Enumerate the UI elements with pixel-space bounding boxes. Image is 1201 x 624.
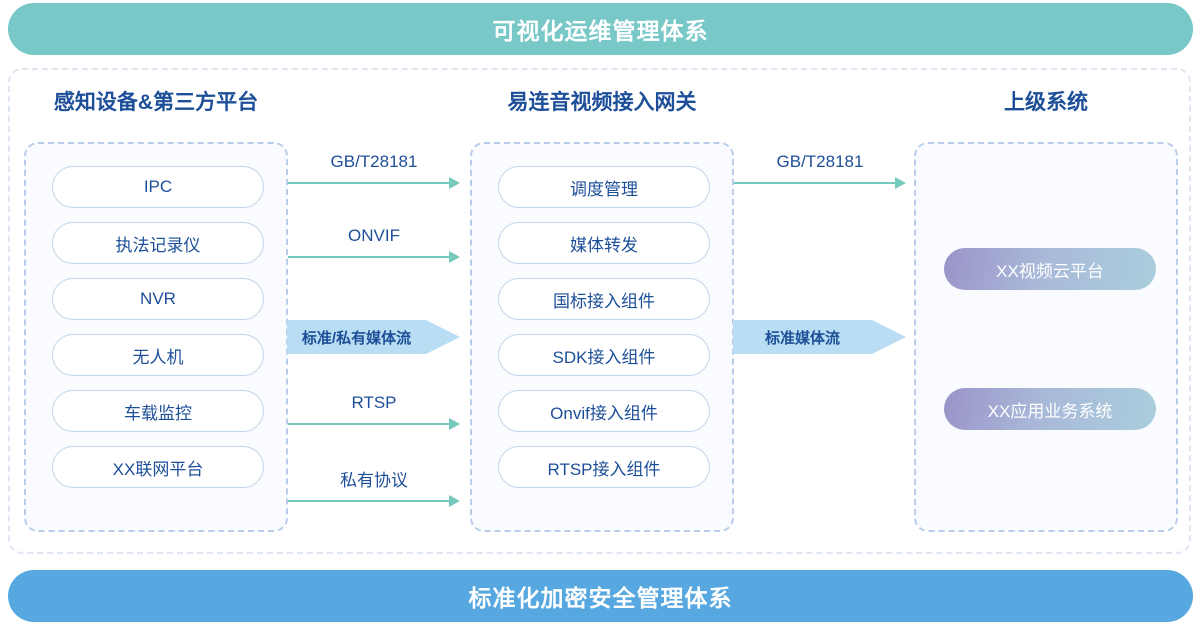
block-arrow-tip [872, 320, 906, 354]
connector-block-arrow-standard-media-stream: 标准媒体流 [733, 320, 906, 354]
connector-arrow-onvif [288, 250, 460, 264]
list-item[interactable]: 执法记录仪 [52, 222, 264, 264]
column-title-upper-system: 上级系统 [1004, 91, 1088, 114]
connector-label-standard-media-stream: 标准媒体流 [764, 329, 840, 347]
top-banner: 可视化运维管理体系 [8, 3, 1193, 55]
panel-upper-system: XX视频云平台 XX应用业务系统 [914, 142, 1178, 532]
list-item[interactable]: NVR [52, 278, 264, 320]
connector-arrow-private-protocol [288, 494, 460, 508]
gateway-component-list: 调度管理 媒体转发 国标接入组件 SDK接入组件 Onvif接入组件 RTSP接… [498, 166, 710, 488]
connector-label-mixed-media-stream: 标准/私有媒体流 [301, 329, 412, 347]
list-item[interactable]: 调度管理 [498, 166, 710, 208]
list-item[interactable]: 无人机 [52, 334, 264, 376]
list-item[interactable]: XX应用业务系统 [944, 388, 1156, 430]
connector-block-arrow-mixed-media-stream: 标准/私有媒体流 [287, 320, 460, 354]
list-item[interactable]: IPC [52, 166, 264, 208]
outer-dashed-frame [8, 68, 1191, 554]
connector-label-gbt28181-left: GB/T28181 [330, 152, 418, 171]
connector-arrow-rtsp [288, 417, 460, 431]
block-arrow-body: 标准/私有媒体流 [287, 320, 426, 354]
list-item[interactable]: Onvif接入组件 [498, 390, 710, 432]
list-item[interactable]: 媒体转发 [498, 222, 710, 264]
sensing-device-list: IPC 执法记录仪 NVR 无人机 车载监控 XX联网平台 [52, 166, 264, 488]
panel-gateway: 调度管理 媒体转发 国标接入组件 SDK接入组件 Onvif接入组件 RTSP接… [470, 142, 734, 532]
list-item[interactable]: RTSP接入组件 [498, 446, 710, 488]
connector-label-private-protocol: 私有协议 [340, 471, 408, 490]
column-title-sensing-devices: 感知设备&第三方平台 [53, 91, 259, 114]
list-item[interactable]: 车载监控 [52, 390, 264, 432]
panel-sensing-devices: IPC 执法记录仪 NVR 无人机 车载监控 XX联网平台 [24, 142, 288, 532]
connector-label-onvif: ONVIF [348, 226, 400, 245]
connector-label-rtsp: RTSP [351, 393, 397, 412]
list-item[interactable]: XX联网平台 [52, 446, 264, 488]
bottom-banner: 标准化加密安全管理体系 [8, 570, 1193, 622]
list-item[interactable]: SDK接入组件 [498, 334, 710, 376]
connector-arrow-gbt28181-right [734, 176, 906, 190]
connector-label-gbt28181-right: GB/T28181 [776, 152, 864, 171]
list-item[interactable]: XX视频云平台 [944, 248, 1156, 290]
block-arrow-tip [426, 320, 460, 354]
connector-arrow-gbt28181-left [288, 176, 460, 190]
column-title-gateway: 易连音视频接入网关 [507, 91, 697, 114]
list-item[interactable]: 国标接入组件 [498, 278, 710, 320]
block-arrow-body: 标准媒体流 [733, 320, 872, 354]
